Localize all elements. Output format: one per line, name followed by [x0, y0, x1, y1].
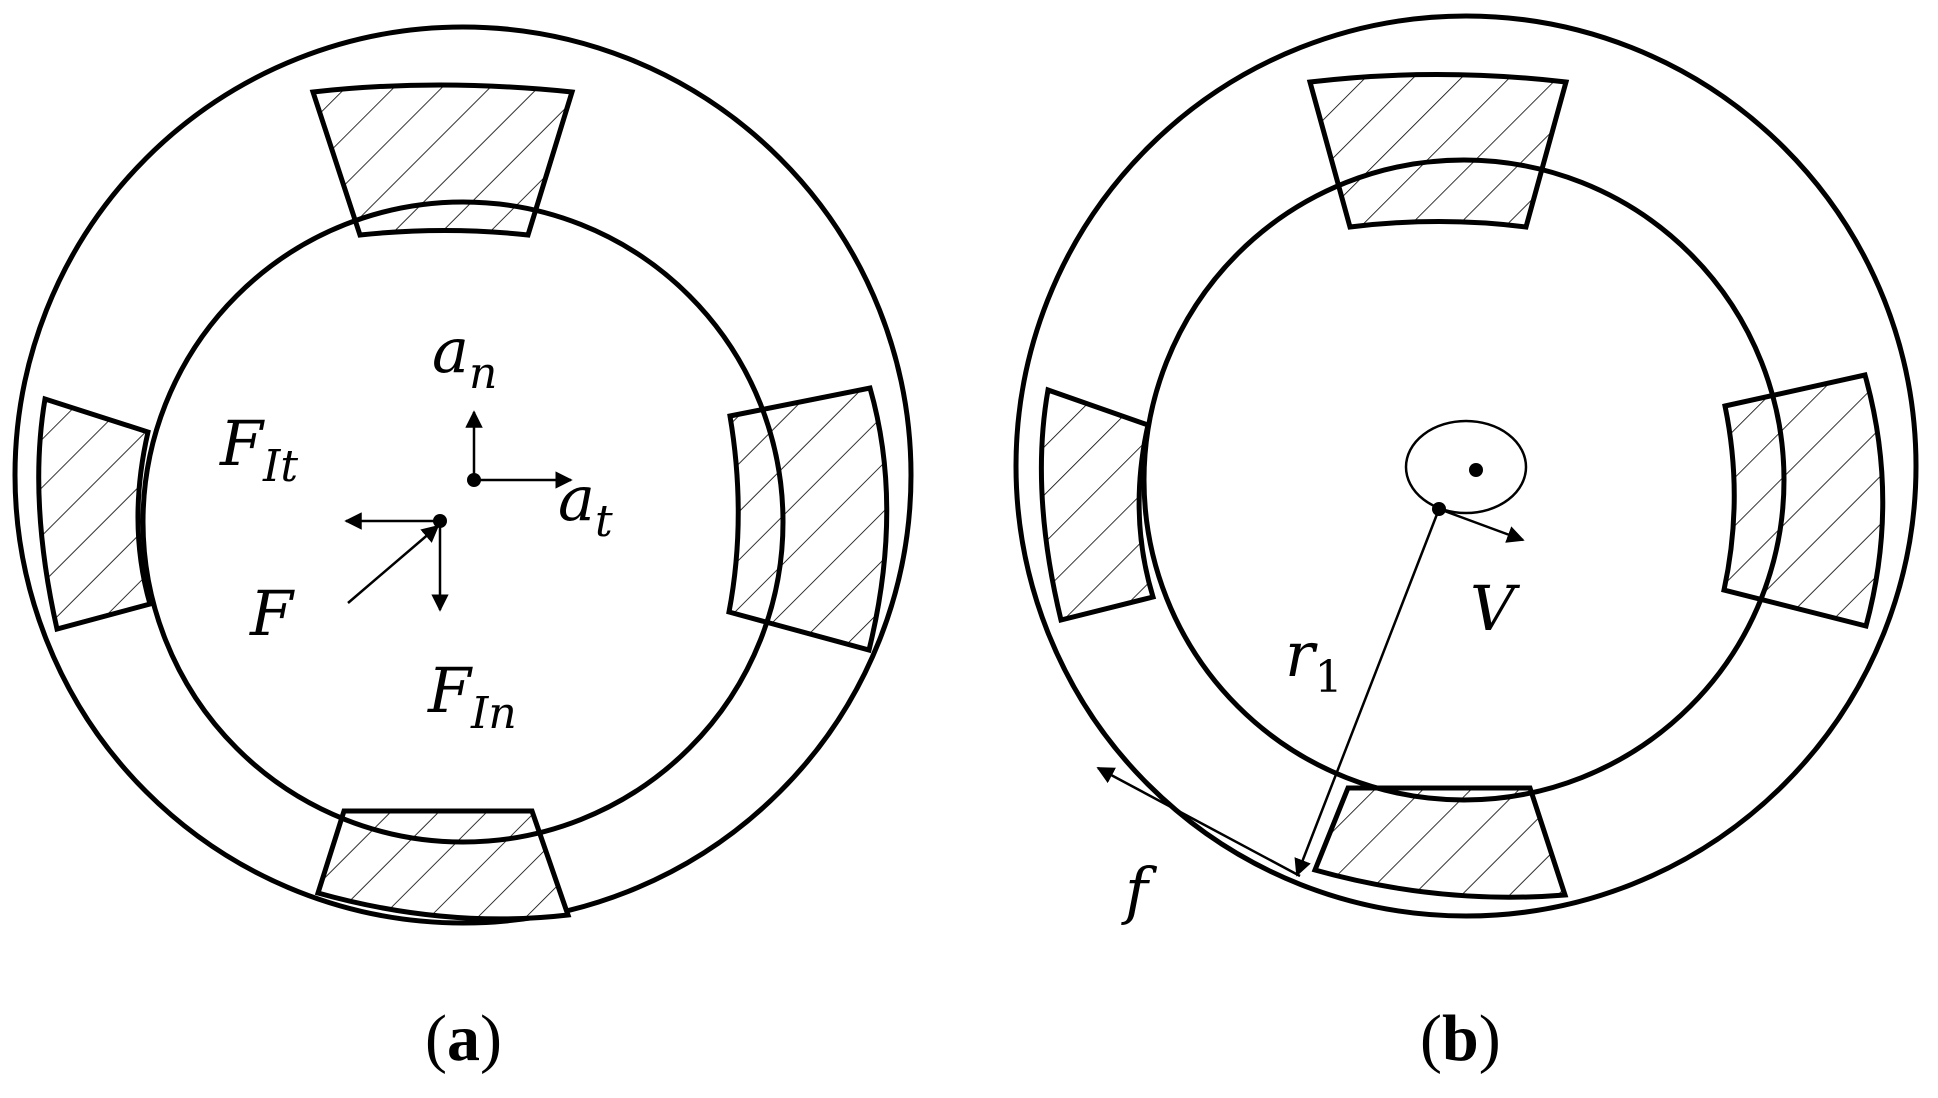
shaft-b	[1141, 157, 1787, 803]
f-arrow	[347, 524, 440, 604]
orbit-center-point	[1469, 463, 1483, 477]
panel-b: V r1 f (b)	[1013, 13, 1919, 1075]
label-r1-main: r	[1285, 618, 1318, 691]
label-v: V	[1470, 572, 1521, 645]
caption-b: (b)	[1420, 1002, 1501, 1075]
label-a-n-main: a	[432, 314, 469, 387]
pad-bottom-a	[314, 808, 572, 922]
outer-ring-a	[12, 24, 914, 926]
v-arrow	[1438, 507, 1525, 543]
caption-a-letter: a	[447, 1002, 480, 1075]
label-f-it-sub: It	[262, 441, 298, 492]
pad-left-a	[36, 395, 154, 633]
label-f-it: FIt	[219, 407, 298, 492]
orbit-ellipse	[1404, 419, 1528, 515]
r1-arrow	[1294, 508, 1441, 877]
label-f-in: FIn	[427, 654, 517, 739]
label-f-it-main: F	[219, 407, 265, 480]
caption-a: (a)	[425, 1002, 502, 1075]
pad-left-b	[1038, 386, 1157, 624]
pad-top-a	[309, 82, 576, 238]
f-friction-arrow	[1096, 766, 1301, 878]
pad-bottom-b	[1311, 785, 1569, 900]
label-a-t-sub: t	[595, 496, 613, 547]
pad-right-a	[726, 385, 890, 654]
pad-top-b	[1306, 72, 1570, 230]
caption-a-close: )	[480, 1002, 502, 1075]
label-f-in-sub: In	[470, 688, 517, 739]
label-a-t: at	[558, 462, 613, 547]
caption-b-open: (	[1420, 1002, 1442, 1075]
label-a-n-sub: n	[469, 348, 497, 399]
label-a-n: an	[432, 314, 497, 399]
label-r1-sub: 1	[1315, 652, 1343, 703]
outer-ring-b	[1013, 13, 1919, 919]
label-f-friction: f	[1121, 854, 1158, 927]
shaft-a	[140, 199, 786, 845]
pad-right-b	[1721, 372, 1886, 630]
label-r1: r1	[1285, 618, 1343, 703]
label-a-t-main: a	[558, 462, 595, 535]
label-f-in-main: F	[427, 654, 473, 727]
caption-b-close: )	[1479, 1002, 1501, 1075]
label-f: F	[249, 577, 295, 650]
panel-a: an at FIt F FIn (a)	[12, 24, 914, 1075]
caption-a-open: (	[425, 1002, 447, 1075]
caption-b-letter: b	[1442, 1002, 1479, 1075]
